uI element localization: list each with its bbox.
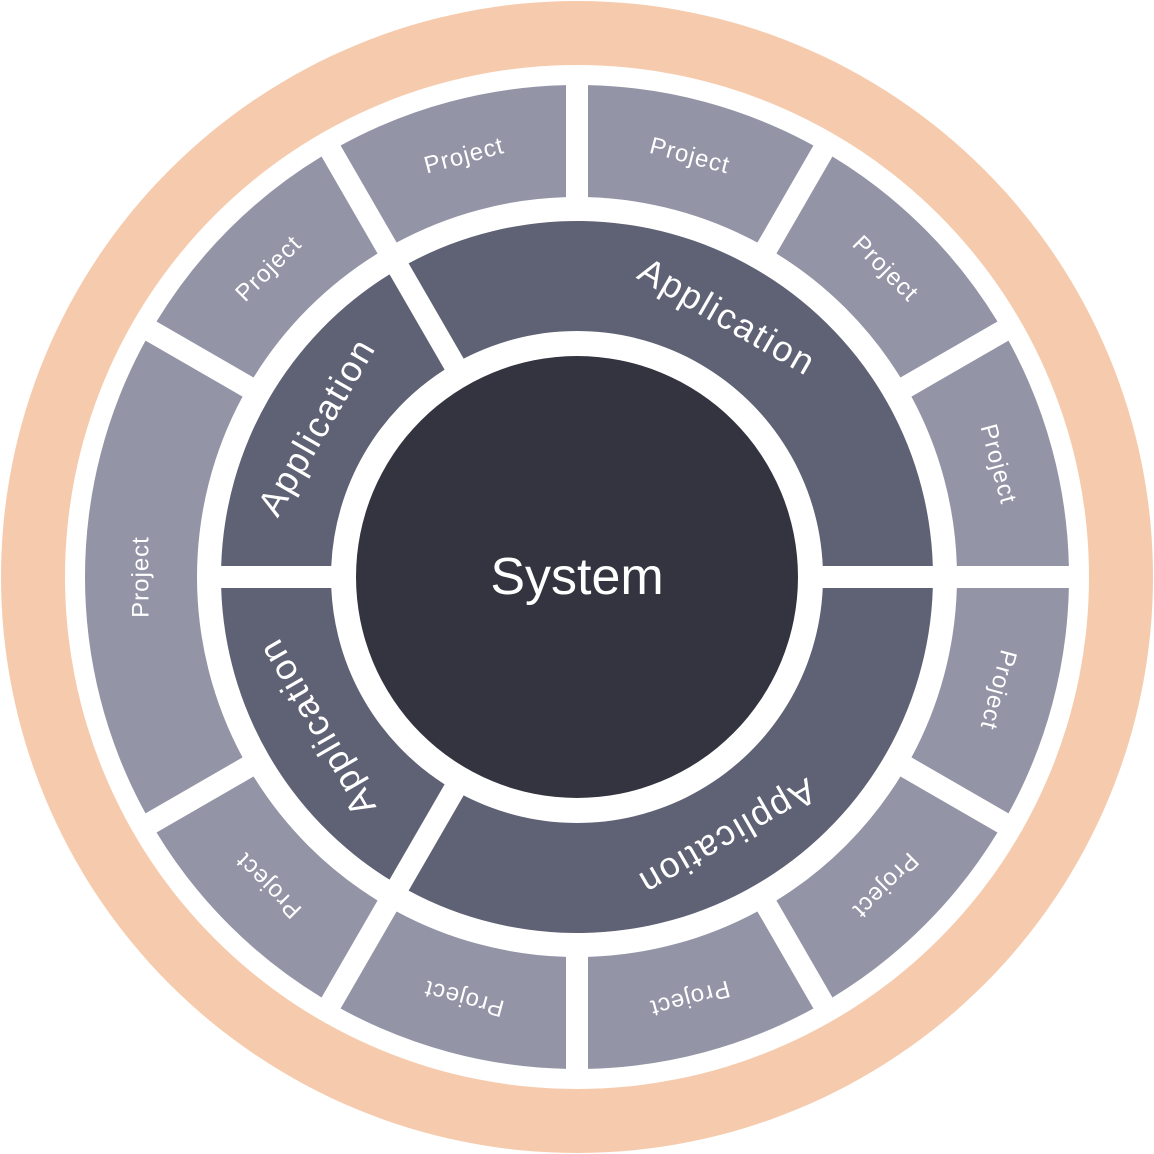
project-segment	[340, 911, 566, 1069]
project-segment	[776, 156, 998, 378]
project-segment	[911, 340, 1069, 566]
project-label: Project	[128, 536, 155, 618]
project-segment	[340, 85, 566, 243]
application-segment	[408, 220, 933, 566]
application-ring: ApplicationApplicationApplicationApplica…	[221, 220, 933, 934]
project-segment	[911, 588, 1069, 814]
project-segment	[776, 776, 998, 998]
project-segment	[156, 156, 378, 378]
system-label: System	[490, 548, 663, 606]
project-segment	[588, 911, 814, 1069]
application-segment	[221, 588, 445, 880]
project-segment	[588, 85, 814, 243]
system-core	[356, 356, 798, 798]
application-segment	[221, 274, 445, 566]
project-segment	[156, 776, 378, 998]
project-segment	[84, 340, 243, 814]
application-segment	[408, 588, 933, 934]
